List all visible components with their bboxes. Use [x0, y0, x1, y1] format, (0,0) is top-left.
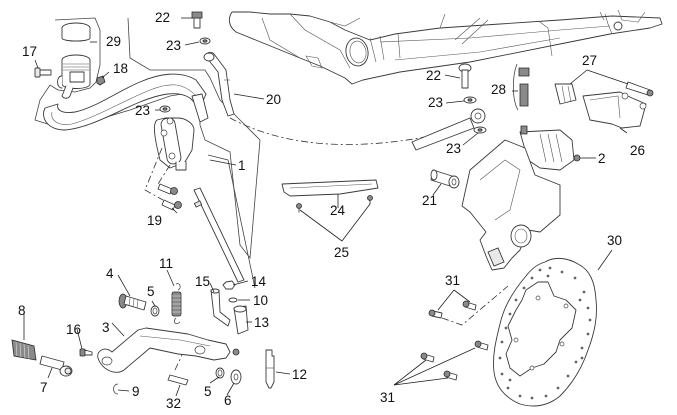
label-26: 26 — [630, 143, 645, 158]
brake-pedal-3 — [97, 327, 240, 373]
label-17: 17 — [22, 44, 37, 59]
label-31-lower: 31 — [380, 390, 395, 405]
label-1: 1 — [238, 158, 246, 173]
label-10: 10 — [253, 293, 268, 308]
bleed-valve-28 — [512, 63, 530, 111]
label-23-top: 23 — [166, 38, 181, 53]
part-labels: 22 23 29 17 18 23 20 1 19 22 28 27 23 23… — [18, 10, 645, 411]
label-4: 4 — [106, 266, 114, 281]
disc-drill-holes — [498, 266, 592, 400]
brake-fluid-reservoir — [57, 22, 91, 99]
banjo-bolt-22-right — [458, 63, 472, 89]
pivot-shaft-7 — [39, 355, 73, 377]
caliper-bracket — [461, 139, 561, 271]
washer-5-top — [150, 305, 160, 317]
push-rod — [193, 154, 256, 289]
master-cylinder — [153, 117, 195, 171]
brake-fluid-hose — [43, 73, 209, 131]
label-24: 24 — [330, 203, 346, 218]
label-5-bottom: 5 — [204, 384, 212, 399]
label-29: 29 — [106, 34, 121, 49]
label-18: 18 — [113, 61, 128, 76]
brake-light-switch-12 — [265, 349, 275, 389]
screws-25 — [296, 195, 373, 213]
label-27: 27 — [582, 53, 597, 68]
return-spring-11 — [171, 283, 182, 325]
label-23-right-bottom: 23 — [446, 141, 461, 156]
label-23-left: 23 — [135, 103, 150, 118]
clevis-13 — [233, 305, 249, 335]
label-28: 28 — [491, 82, 506, 97]
pivot-bolt-4 — [118, 293, 147, 311]
label-9: 9 — [132, 384, 140, 399]
brake-line-fitting — [411, 108, 486, 151]
label-31-upper: 31 — [445, 273, 460, 288]
label-21: 21 — [422, 193, 437, 208]
label-12: 12 — [292, 367, 307, 382]
washer-23-top — [199, 37, 211, 45]
nut-14 — [222, 280, 236, 290]
bolts-19 — [144, 147, 182, 211]
pad-pin-27 — [625, 81, 654, 97]
washer-6 — [230, 369, 242, 385]
hose-clamp-18 — [96, 75, 106, 86]
label-16: 16 — [66, 322, 81, 337]
disc-bolts-31 — [420, 285, 509, 381]
washer-5-bottom — [215, 367, 225, 379]
label-23-right-top: 23 — [428, 95, 443, 110]
washer-23-right-bottom — [473, 126, 487, 134]
label-25: 25 — [334, 245, 349, 260]
swingarm — [228, 9, 663, 85]
bolt-17 — [34, 67, 52, 78]
label-2: 2 — [598, 151, 606, 166]
brake-hose-20 — [203, 51, 471, 145]
label-30: 30 — [607, 233, 622, 248]
label-5-top: 5 — [147, 284, 155, 299]
bolt-16 — [79, 348, 93, 357]
circlip-9 — [113, 383, 119, 395]
chain-guide-24 — [281, 179, 379, 197]
clevis-15 — [210, 288, 231, 327]
pad-springs-27 — [554, 83, 577, 105]
label-7: 7 — [40, 380, 48, 395]
label-8: 8 — [18, 303, 26, 318]
label-14: 14 — [251, 274, 267, 289]
label-6: 6 — [224, 393, 232, 408]
oring-10 — [228, 297, 238, 303]
label-22-left: 22 — [155, 10, 170, 25]
label-32: 32 — [166, 396, 181, 411]
pin-32 — [167, 354, 189, 386]
brake-pads-26 — [582, 91, 647, 129]
brake-disc-30 — [493, 257, 597, 407]
label-22-right: 22 — [426, 68, 441, 83]
washer-23-left — [159, 105, 171, 113]
banjo-bolt-22-left — [191, 11, 203, 29]
label-15: 15 — [195, 274, 210, 289]
label-3: 3 — [102, 320, 110, 335]
label-19: 19 — [147, 213, 162, 228]
bushing-21 — [430, 169, 460, 189]
label-13: 13 — [254, 315, 269, 330]
label-11: 11 — [159, 256, 173, 271]
washer-23-right-top — [463, 96, 477, 104]
label-20: 20 — [266, 92, 281, 107]
rubber-boot-8 — [11, 339, 37, 361]
leader-lines — [23, 17, 629, 397]
